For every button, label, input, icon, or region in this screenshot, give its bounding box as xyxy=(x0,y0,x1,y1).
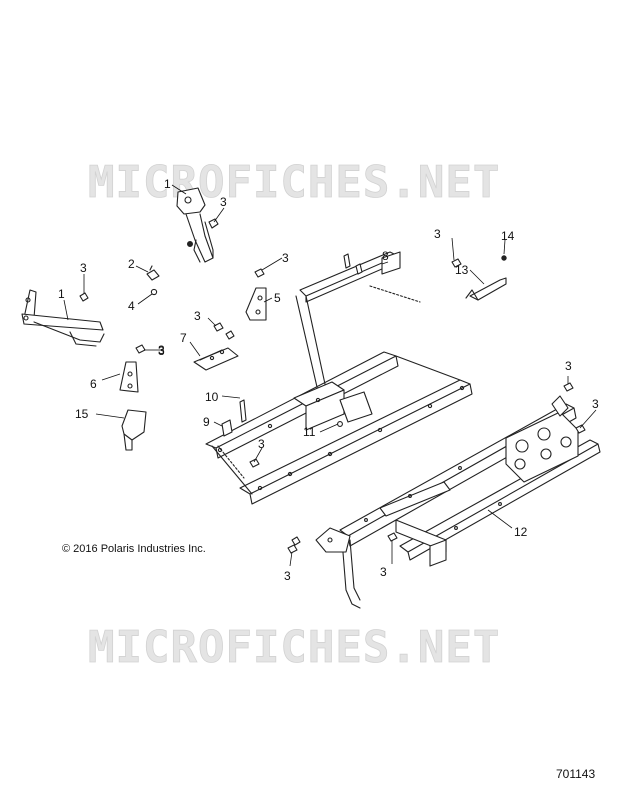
callout-3-near-7: 3 xyxy=(194,309,201,323)
callout-3-near-6: 3 xyxy=(158,344,165,358)
callout-1-upper: 1 xyxy=(164,177,171,191)
part-1-left-arm xyxy=(21,289,105,347)
callout-3-far-right-a: 3 xyxy=(565,359,572,373)
callout-3-left: 3 xyxy=(80,261,87,275)
callout-13: 13 xyxy=(455,263,469,277)
callout-4: 4 xyxy=(128,299,135,313)
fastener-3-mid xyxy=(249,458,260,468)
part-8-frame xyxy=(205,251,473,505)
callout-2: 2 xyxy=(128,257,135,271)
fastener-3-near-7 xyxy=(213,322,235,340)
fastener-3-center xyxy=(254,268,265,278)
part-13-strap xyxy=(465,255,507,301)
callout-12: 12 xyxy=(514,525,528,539)
fastener-11 xyxy=(337,421,343,427)
callout-8: 8 xyxy=(382,249,389,263)
callout-7: 7 xyxy=(180,331,187,345)
callout-3-upper: 3 xyxy=(220,195,227,209)
copyright-notice: © 2016 Polaris Industries Inc. xyxy=(62,543,206,555)
fastener-3-bottom-mid xyxy=(387,532,398,542)
part-1-upper-bracket xyxy=(176,187,214,263)
fastener-3-bottom-left xyxy=(287,536,301,554)
callout-9: 9 xyxy=(203,415,210,429)
callout-3-above-15: 3 xyxy=(158,343,165,357)
callout-3-mid: 3 xyxy=(258,437,265,451)
callout-10: 10 xyxy=(205,390,219,404)
fastener-9 xyxy=(221,419,233,437)
fastener-3-far-right-a xyxy=(563,382,574,392)
callout-3-bottom-mid: 3 xyxy=(380,565,387,579)
callout-11: 11 xyxy=(303,425,316,439)
part-5-bracket xyxy=(245,287,267,321)
fastener-3-right-top xyxy=(451,258,462,268)
fastener-2 xyxy=(146,265,160,281)
fastener-3-left xyxy=(79,292,89,302)
part-15-bracket xyxy=(121,409,147,451)
fastener-3-top xyxy=(208,218,219,229)
leader-lines xyxy=(63,184,597,567)
callout-1-left: 1 xyxy=(58,287,65,301)
fastener-3-far-right-b xyxy=(575,424,586,434)
part-12-rear-frame xyxy=(315,395,601,609)
callout-3-far-right-b: 3 xyxy=(592,397,599,411)
callout-3-center: 3 xyxy=(282,251,289,265)
callout-3-right-top: 3 xyxy=(434,227,441,241)
callout-5: 5 xyxy=(274,291,281,305)
callout-3-bottom-left: 3 xyxy=(284,569,291,583)
callout-14: 14 xyxy=(501,229,515,243)
part-7-plate xyxy=(193,347,239,371)
fastener-10-bolt xyxy=(239,399,247,423)
callout-6: 6 xyxy=(90,377,97,391)
watermark-top: MICROFICHES.NET xyxy=(88,157,500,208)
callout-15: 15 xyxy=(75,407,89,421)
part-6-bracket xyxy=(119,361,139,393)
fastener-4 xyxy=(150,288,158,296)
fastener-3-near-6 xyxy=(135,344,146,354)
document-number: 701143 xyxy=(556,767,595,781)
callout-labels: 1 3 3 2 4 1 3 14 13 5 3 7 3 8 3 6 3 15 1… xyxy=(58,177,599,583)
watermark-bottom: MICROFICHES.NET xyxy=(88,622,500,673)
